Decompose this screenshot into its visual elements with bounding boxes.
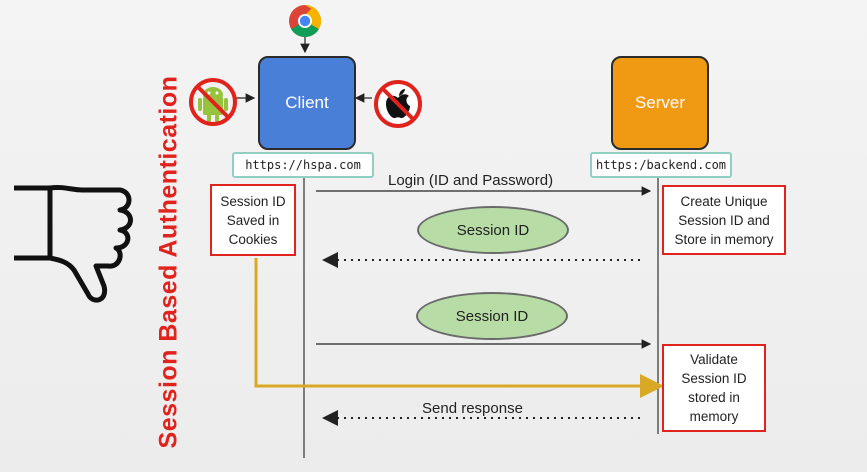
chrome-icon [289,4,322,38]
server-validate-note: Validate Session ID stored in memory [662,344,766,432]
session-id-response-oval: Session ID [417,206,569,254]
server-url: https:/backend.com [590,152,732,178]
apple-icon [374,80,422,128]
client-url: https://hspa.com [232,152,374,178]
session-id-request-oval: Session ID [416,292,568,340]
send-response-label: Send response [422,400,523,417]
server-label: Server [634,93,686,112]
cookie-path-arrow [254,258,664,398]
server-box: Server [611,56,709,150]
android-icon [189,78,237,126]
client-box: Client [258,56,356,150]
client-label: Client [285,93,329,112]
thumbs-down-icon [14,184,133,303]
login-message-label: Login (ID and Password) [388,172,554,189]
server-create-note: Create Unique Session ID and Store in me… [662,185,786,255]
client-storage-note: Session ID Saved in Cookies [210,184,296,256]
